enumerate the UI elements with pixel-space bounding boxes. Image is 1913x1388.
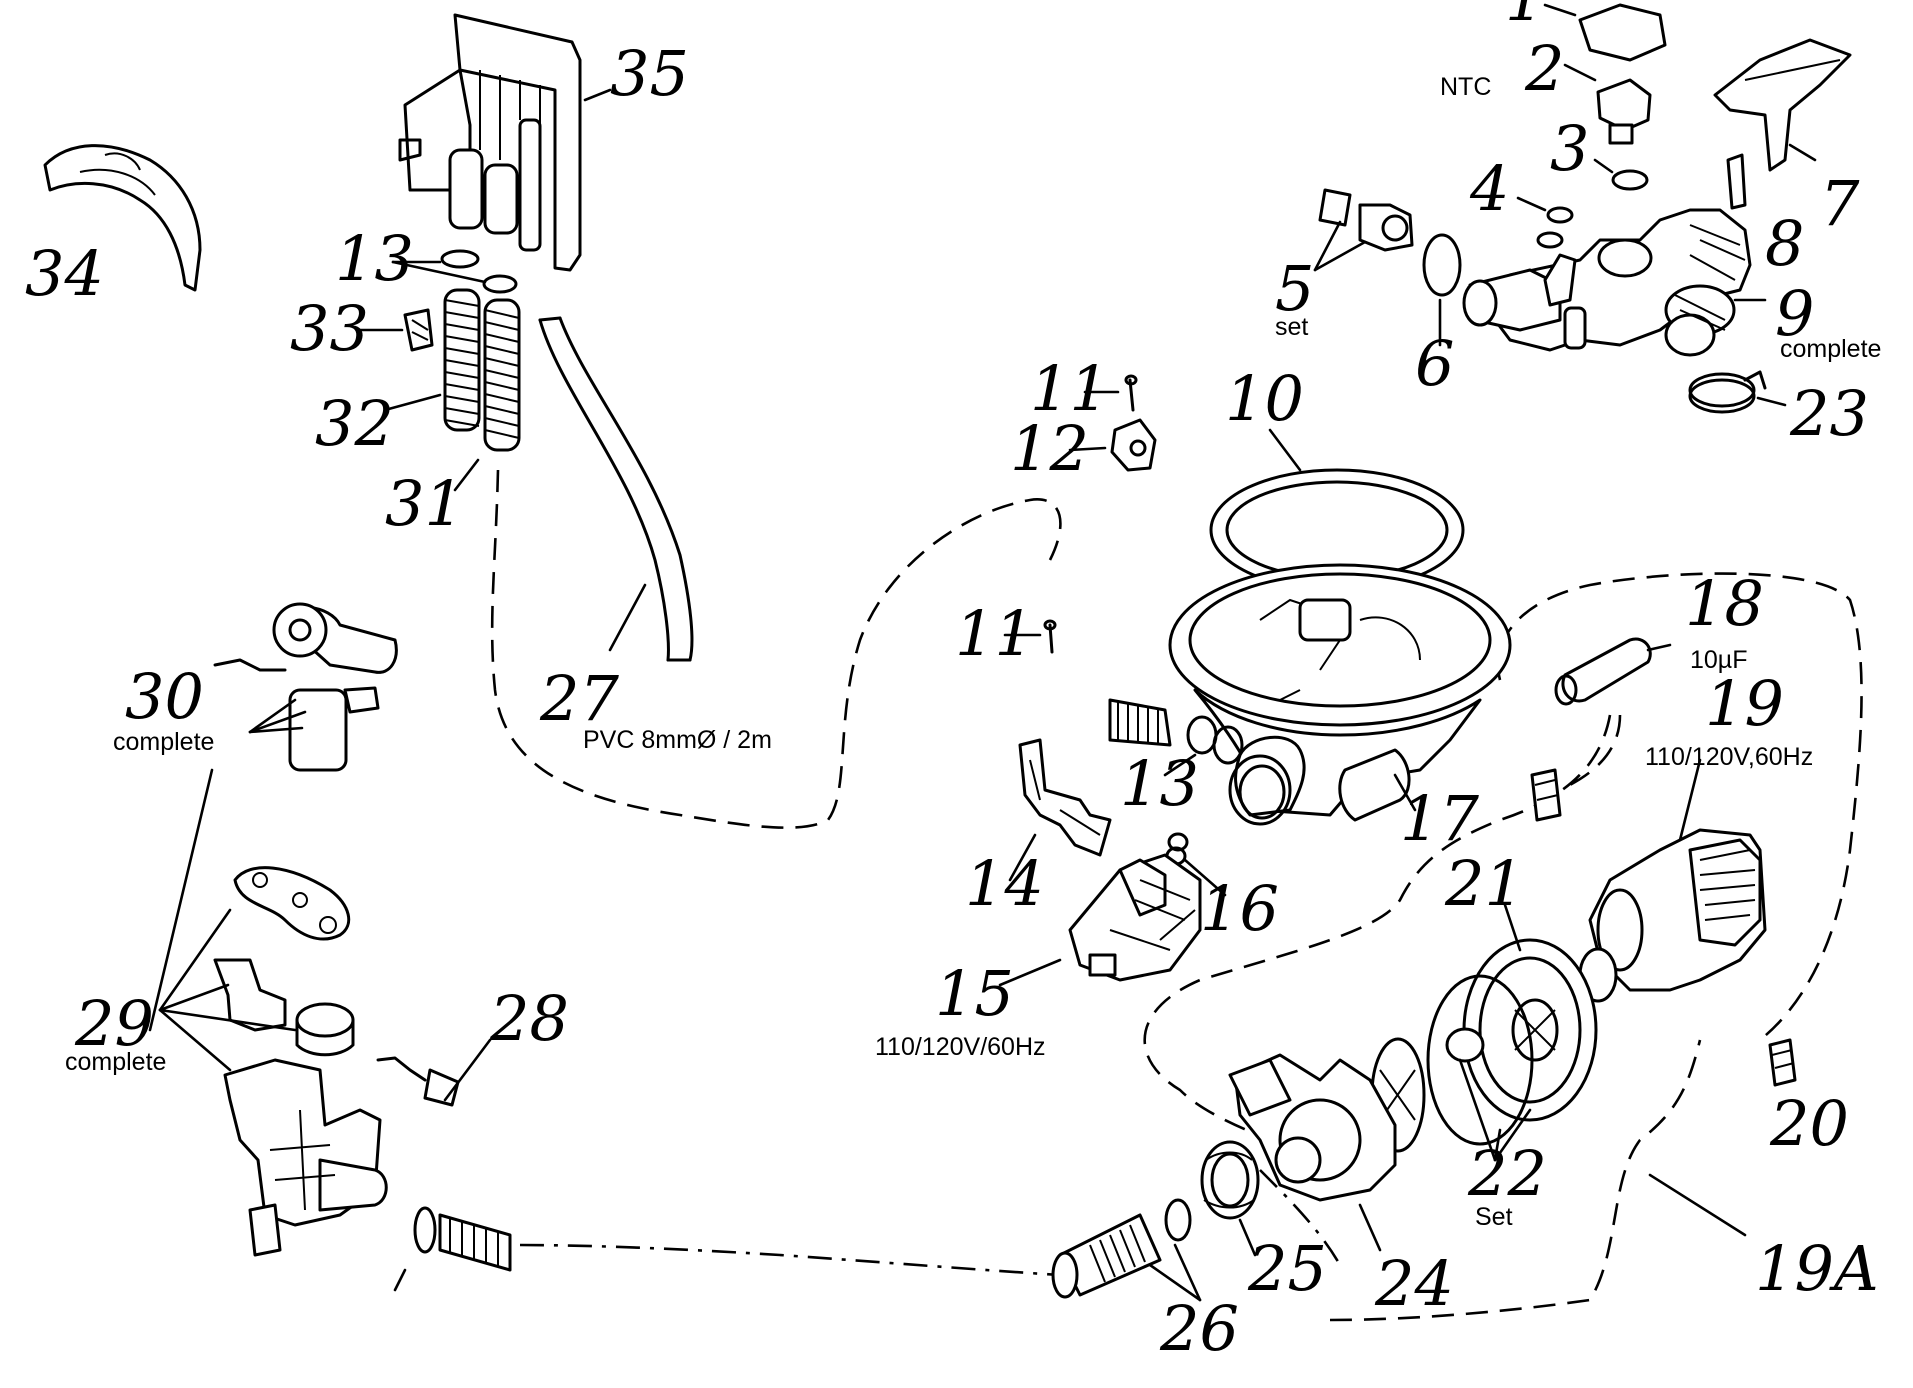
callout-3: 3 [1550,112,1589,185]
part-20-clip [1768,1038,1797,1087]
part-32-spring [443,288,481,432]
part-26-hose-fitting [1051,1198,1192,1299]
part-13-o-rings-top [440,249,518,294]
part-1-cap [1578,3,1667,62]
part-8-clip [1726,153,1747,210]
part-3-o-ring [1611,169,1649,191]
part-11-screw-mid [1043,619,1057,654]
part-connector-18b [1530,768,1562,822]
part-24-pump [1228,1053,1397,1202]
callout-23: 23 [1789,377,1869,450]
note-complete-30: complete [113,728,214,756]
callout-14: 14 [965,847,1044,920]
callout-17: 17 [1400,782,1479,855]
part-5-set-temp-sensor [1318,188,1414,252]
callout-22: 22 [1467,1137,1547,1210]
leader-35 [583,88,612,102]
part-7-bracket [1713,38,1852,172]
callout-19A: 19A [1755,1232,1879,1305]
assembly-outline-19A [1143,714,1702,1322]
part-29-valve-complete [213,866,388,1257]
callout-2: 2 [1524,32,1564,105]
callout-12: 12 [1010,412,1089,485]
part-28-wire [376,1056,460,1107]
callout-26: 26 [1159,1292,1239,1365]
part-14-bracket [1018,738,1112,857]
callout-11-top: 11 [1030,352,1109,425]
note-complete-9: complete [1780,335,1881,363]
callout-35: 35 [610,37,689,110]
callout-20: 20 [1769,1087,1849,1160]
callout-6: 6 [1415,327,1454,400]
callout-15: 15 [935,957,1014,1030]
part-4-o-rings [1536,206,1574,249]
hose-path-26 [519,1243,1061,1277]
part-18-capacitor [1554,637,1652,706]
part-11-screw-top [1124,374,1138,412]
callout-10: 10 [1225,362,1304,435]
part-35-dispenser [398,13,582,272]
hose-path-31 [490,469,1062,829]
note-set-5: set [1275,313,1308,341]
note-pvc-27: PVC 8mmØ / 2m [583,726,772,754]
part-27-pvc-hose [538,316,694,662]
part-water-distributor-body [1462,208,1752,352]
note-capacitance-18: 10µF [1690,646,1747,674]
part-25-ring [1200,1140,1260,1220]
callout-31: 31 [385,467,464,540]
callout-34: 34 [25,237,104,310]
callout-27: 27 [539,662,619,735]
callout-28: 28 [489,982,569,1055]
callout-18: 18 [1685,567,1764,640]
callout-1: 1 [1505,0,1544,35]
cable-loop-18 [1496,572,1863,1042]
callout-13-top: 13 [335,222,414,295]
note-set-22: Set [1475,1203,1513,1231]
part-12-clip [1110,418,1157,472]
note-voltage-15: 110/120V/60Hz [875,1033,1046,1061]
callout-30: 30 [125,660,204,733]
part-2-ntc-sensor [1596,78,1652,145]
callout-8: 8 [1765,207,1804,280]
callout-24: 24 [1374,1247,1454,1320]
hose-fitting-left [413,1206,512,1272]
part-31-spring [483,298,521,452]
part-13-o-ring-mid [1186,715,1244,765]
callout-32: 32 [315,387,394,460]
callout-25: 25 [1247,1232,1327,1305]
callout-4: 4 [1469,152,1509,225]
callout-5: 5 [1275,252,1314,325]
callout-29: 29 [74,987,154,1060]
wire-path-24 [1259,1169,1342,1266]
note-voltage-19: 110/120V,60Hz [1645,743,1813,771]
callout-19: 19 [1705,667,1784,740]
callout-13-mid: 13 [1120,747,1199,820]
note-complete-29: complete [65,1048,166,1076]
callout-9: 9 [1775,277,1814,350]
part-9-valve-complete [1664,284,1736,357]
part-33-clip [403,308,434,352]
part-19-motor [1578,828,1767,1003]
part-30-float-switch [213,602,398,772]
callout-7: 7 [1820,167,1860,240]
note-ntc: NTC [1440,73,1491,101]
callout-33: 33 [290,292,369,365]
part-34-cover [43,144,202,292]
part-spring-pipe [1108,698,1306,826]
part-6-seal [1422,233,1462,297]
part-23-clamp [1688,370,1767,414]
callout-16: 16 [1200,872,1279,945]
part-15-pump [1068,853,1202,982]
callout-21: 21 [1444,847,1524,920]
callout-11-mid: 11 [955,597,1034,670]
